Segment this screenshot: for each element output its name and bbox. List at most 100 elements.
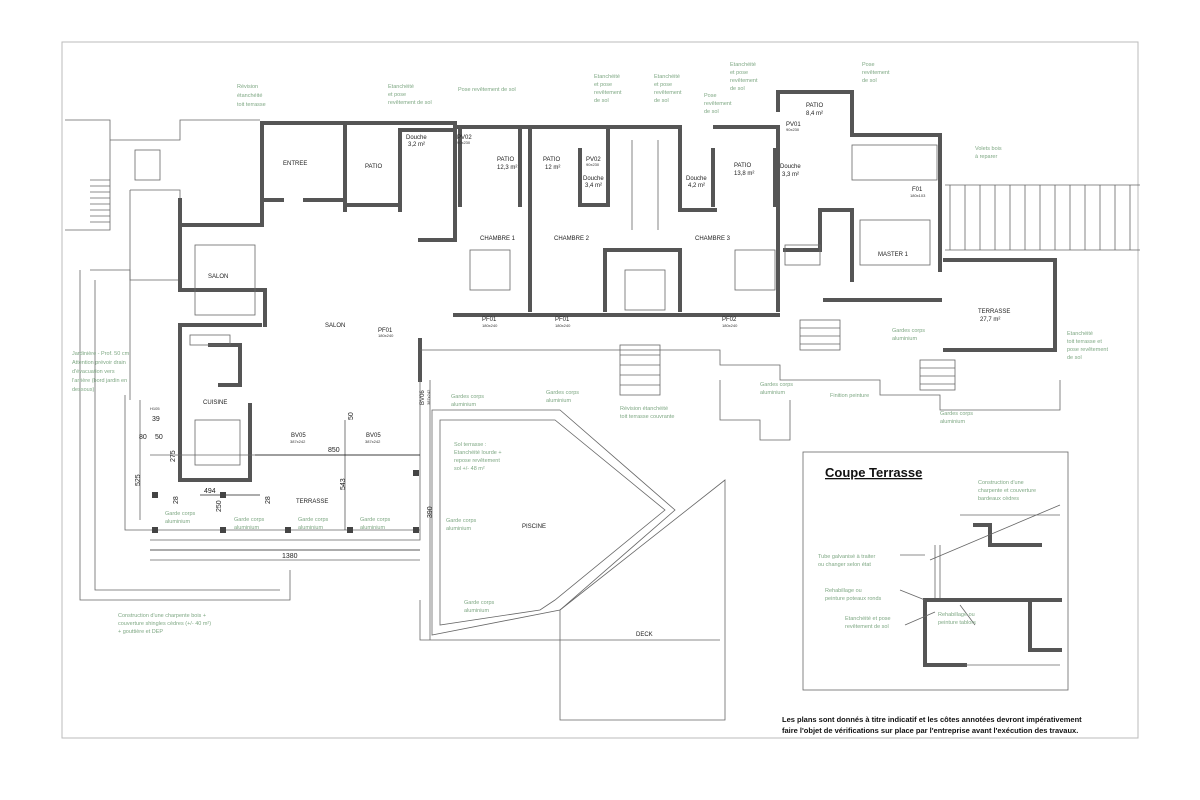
opening-pv01: PV01 bbox=[786, 122, 801, 128]
west-stair bbox=[65, 119, 291, 601]
room-salon-main: SALON bbox=[325, 323, 345, 329]
note-text: Garde corps bbox=[464, 600, 495, 606]
opening-pv02-a: PV02 bbox=[457, 135, 472, 141]
note-garde-corps-t4: Garde corps aluminium bbox=[360, 517, 391, 531]
room-douche-1: Douche bbox=[406, 135, 427, 141]
note-text: Rehabillage ou bbox=[938, 612, 975, 618]
room-douche-4-area: 3,3 m² bbox=[782, 172, 799, 178]
opening-pf01-ch2-size: 180x240 bbox=[555, 323, 571, 328]
opening-h105: H105 bbox=[150, 406, 160, 411]
note-text: Etanchéité bbox=[1067, 331, 1093, 337]
note-text: Révision bbox=[237, 84, 258, 90]
note-text: étanchéité bbox=[237, 93, 262, 99]
note-etancheite-1: Etanchéité et pose revêtement de sol bbox=[388, 84, 432, 106]
room-douche-2-area: 3,4 m² bbox=[585, 183, 602, 189]
note-text: revêtement bbox=[654, 90, 682, 96]
dim-250: 250 bbox=[216, 500, 223, 512]
note-text: de sol bbox=[594, 98, 609, 104]
section-note-tube: Tube galvanisé à traiter ou changer selo… bbox=[818, 554, 875, 568]
opening-f01: F01 bbox=[912, 187, 923, 193]
note-text: Construction d'une bbox=[978, 480, 1024, 486]
note-text: de sol bbox=[654, 98, 669, 104]
note-text: sol +/- 48 m² bbox=[454, 466, 485, 472]
note-finition-peinture: Finition peinture bbox=[830, 393, 869, 399]
dim-39: 39 bbox=[152, 416, 160, 423]
room-douche-1-area: 3,2 m² bbox=[408, 142, 425, 148]
note-text: Pose bbox=[862, 62, 875, 68]
note-garde-corps-t2: Garde corps aluminium bbox=[234, 517, 265, 531]
room-terrasse-east-area: 27,7 m² bbox=[980, 317, 1000, 323]
room-douche-3-area: 4,2 m² bbox=[688, 183, 705, 189]
room-douche-4: Douche bbox=[780, 164, 801, 170]
room-chambre-3: CHAMBRE 3 bbox=[695, 236, 731, 242]
note-gardes-corps-4: Gardes corps aluminium bbox=[892, 328, 925, 342]
note-pose-revetement: Pose revêtement de sol bbox=[458, 87, 516, 93]
room-chambre-1: CHAMBRE 1 bbox=[480, 236, 516, 242]
note-text: Gardes corps bbox=[451, 394, 484, 400]
opening-pv02-b: PV02 bbox=[586, 157, 601, 163]
dim-1380: 1380 bbox=[282, 553, 298, 560]
dim-80: 80 bbox=[139, 434, 147, 441]
note-pose-1: Pose revêtement de sol bbox=[704, 93, 732, 115]
note-text: + gouttière et DEP bbox=[118, 629, 163, 635]
note-text: de sol bbox=[730, 86, 745, 92]
note-garde-corps-t3: Garde corps aluminium bbox=[298, 517, 329, 531]
note-text: Garde corps bbox=[298, 517, 329, 523]
opening-bv05-b: BV05 bbox=[366, 433, 381, 439]
note-text: revêtement bbox=[730, 78, 758, 84]
dim-50-b: 50 bbox=[348, 412, 355, 420]
note-text: et pose bbox=[654, 82, 672, 88]
opening-bv05-a: BV05 bbox=[291, 433, 306, 439]
note-etancheite-2: Etanchéité et pose revêtement de sol bbox=[594, 74, 622, 104]
room-douche-3: Douche bbox=[686, 176, 707, 182]
opening-pv01-size: 90x230 bbox=[786, 127, 800, 132]
note-text: aluminium bbox=[165, 519, 190, 525]
note-text: revêtement bbox=[594, 90, 622, 96]
note-text: de sol bbox=[704, 109, 719, 115]
opening-bv05-a-size: 387x242 bbox=[290, 439, 306, 444]
dim-525: 525 bbox=[135, 474, 142, 486]
note-text: Etanchéité bbox=[594, 74, 620, 80]
note-text: aluminium bbox=[360, 525, 385, 531]
opening-pf01-ch1-size: 180x240 bbox=[482, 323, 498, 328]
note-text: Gardes corps bbox=[760, 382, 793, 388]
note-text: Volets bois bbox=[975, 146, 1002, 152]
note-text: toit terrasse bbox=[237, 102, 266, 108]
note-text: revêtement de sol bbox=[845, 624, 889, 630]
note-text: dessous) bbox=[72, 387, 94, 393]
note-text: Sol terrasse : bbox=[454, 442, 487, 448]
opening-pf01-ch2: PF01 bbox=[555, 317, 570, 323]
room-douche-2: Douche bbox=[583, 176, 604, 182]
section-note-charpente: Construction d'une charpente et couvertu… bbox=[978, 480, 1036, 502]
dim-494: 494 bbox=[204, 488, 216, 495]
dim-543: 543 bbox=[340, 478, 347, 490]
room-patio-ch2-area: 12 m² bbox=[545, 165, 560, 171]
note-etancheite-4: Etanchéité et pose revêtement de sol bbox=[730, 62, 758, 92]
disclaimer-line-2: faire l'objet de vérifications sur place… bbox=[782, 726, 1078, 735]
opening-bv06-size: 387x242 bbox=[426, 389, 431, 405]
note-text: d'évacuation vers bbox=[72, 369, 115, 375]
note-text: bardeaux cèdres bbox=[978, 496, 1019, 502]
note-text: repose revêtement bbox=[454, 458, 500, 464]
note-text: aluminium bbox=[892, 336, 917, 342]
note-revision-couvrante: Révision étanchéité toit terrasse couvra… bbox=[620, 406, 674, 420]
note-gardes-corps-2: Gardes corps aluminium bbox=[546, 390, 579, 404]
section-title: Coupe Terrasse bbox=[825, 465, 922, 480]
section-note-etancheite: Etanchéité et pose revêtement de sol bbox=[845, 616, 891, 630]
note-text: Etanchéité bbox=[730, 62, 756, 68]
note-text: toit terrasse et bbox=[1067, 339, 1102, 345]
note-text: Garde corps bbox=[360, 517, 391, 523]
note-text: peinture tablors bbox=[938, 620, 976, 626]
opening-pf01-ch1: PF01 bbox=[482, 317, 497, 323]
note-text: l'arrière (bord jardin en bbox=[72, 378, 127, 384]
note-text: Etanchéité lourde + bbox=[454, 450, 502, 456]
dim-275: 275 bbox=[170, 450, 177, 462]
dim-850: 850 bbox=[328, 447, 340, 454]
opening-f01-size: 180x103 bbox=[910, 193, 926, 198]
room-terrasse-east: TERRASSE bbox=[978, 309, 1010, 315]
opening-pf01-salon-size: 180x240 bbox=[378, 333, 394, 338]
main-walls bbox=[178, 90, 1057, 482]
note-garde-corps-t1: Garde corps aluminium bbox=[165, 511, 196, 525]
note-text: Pose bbox=[704, 93, 717, 99]
note-volets: Volets bois à reparer bbox=[975, 146, 1002, 160]
